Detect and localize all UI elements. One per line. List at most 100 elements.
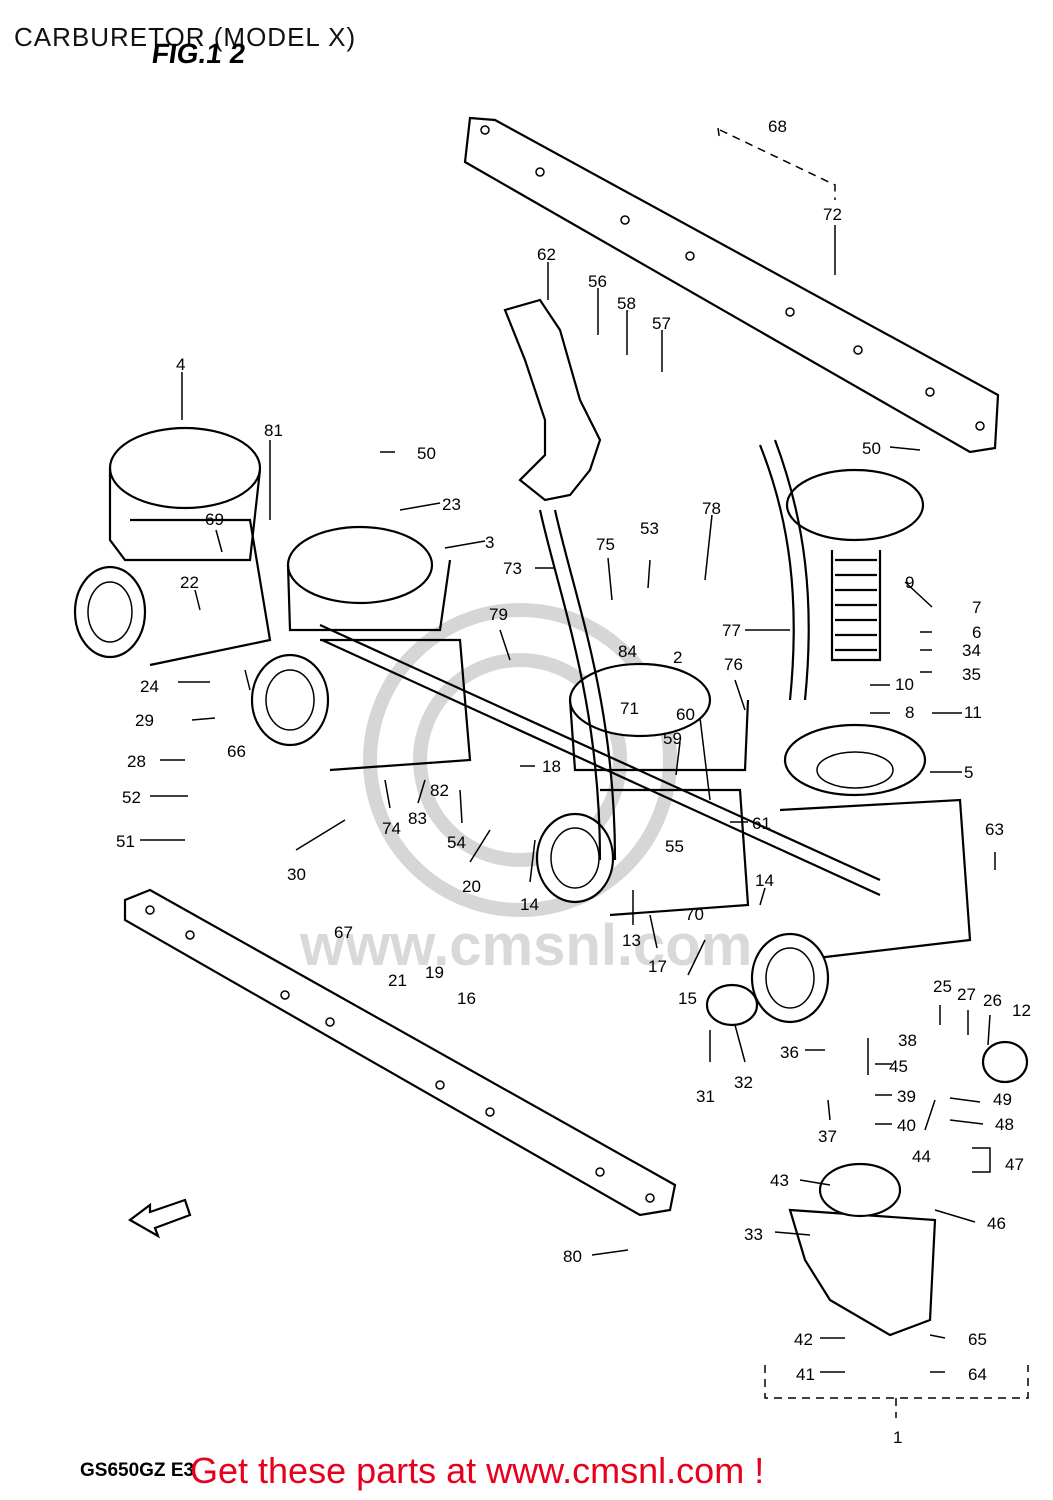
part-label-52: 52	[122, 788, 141, 807]
part-label-48: 48	[995, 1115, 1014, 1134]
part-label-68: 68	[768, 117, 787, 136]
part-label-20: 20	[462, 877, 481, 896]
carburetor-2	[250, 525, 472, 772]
part-label-30: 30	[287, 865, 306, 884]
part-label-8: 8	[905, 703, 914, 722]
part-label-51: 51	[116, 832, 135, 851]
model-code: GS650GZ E3	[80, 1460, 195, 1481]
callout-bracket-47	[972, 1147, 991, 1173]
bracket-62	[503, 298, 602, 502]
part-label-18: 18	[542, 757, 561, 776]
part-label-9: 9	[905, 573, 914, 592]
float-bowl	[788, 1208, 937, 1337]
part-label-1: 1	[893, 1428, 902, 1447]
carburetor-3	[535, 662, 750, 917]
part-label-81: 81	[264, 421, 283, 440]
part-label-71: 71	[620, 699, 639, 718]
part-label-5: 5	[964, 763, 973, 782]
part-label-13: 13	[622, 931, 641, 950]
part-labels: 1 2 3 4 5 6 7 8 9 10 11 12 13 14 14 15 1…	[116, 117, 1031, 1447]
part-label-43: 43	[770, 1171, 789, 1190]
part-label-39: 39	[897, 1087, 916, 1106]
part-label-50a: 50	[417, 444, 436, 463]
part-label-25: 25	[933, 977, 952, 996]
part-label-66: 66	[227, 742, 246, 761]
part-label-58: 58	[617, 294, 636, 313]
part-label-77: 77	[722, 621, 741, 640]
part-label-41: 41	[796, 1365, 815, 1384]
plate-32	[705, 983, 759, 1027]
part-label-72: 72	[823, 205, 842, 224]
part-label-15: 15	[678, 989, 697, 1008]
watermark: www.cmsnl.com	[299, 603, 752, 978]
part-label-21: 21	[388, 971, 407, 990]
part-label-16: 16	[457, 989, 476, 1008]
part-label-49: 49	[993, 1090, 1012, 1109]
part-label-12: 12	[1012, 1001, 1031, 1020]
part-label-79: 79	[489, 605, 508, 624]
part-label-67: 67	[334, 923, 353, 942]
part-label-32: 32	[734, 1073, 753, 1092]
part-label-3: 3	[485, 533, 494, 552]
page-title: CARBURETOR (MODEL X)	[14, 22, 357, 52]
part-label-40: 40	[897, 1116, 916, 1135]
part-label-24: 24	[140, 677, 159, 696]
part-label-62: 62	[537, 245, 556, 264]
part-label-80: 80	[563, 1247, 582, 1266]
part-label-17: 17	[648, 957, 667, 976]
part-label-45: 45	[889, 1057, 908, 1076]
part-label-27: 27	[957, 985, 976, 1004]
part-label-64: 64	[968, 1365, 987, 1384]
part-label-44: 44	[912, 1147, 931, 1166]
part-label-70: 70	[685, 905, 704, 924]
part-label-35: 35	[962, 665, 981, 684]
leader-lines	[140, 225, 996, 1373]
part-label-47: 47	[1005, 1155, 1024, 1174]
part-label-31: 31	[696, 1087, 715, 1106]
part-label-54: 54	[447, 833, 466, 852]
part-label-23: 23	[442, 495, 461, 514]
part-label-4: 4	[176, 355, 185, 374]
part-label-78: 78	[702, 499, 721, 518]
part-label-29: 29	[135, 711, 154, 730]
part-label-33: 33	[744, 1225, 763, 1244]
vent-hose-73	[538, 509, 617, 861]
part-label-14a: 14	[520, 895, 539, 914]
carburetor-4	[750, 468, 972, 1024]
part-label-19: 19	[425, 963, 444, 982]
fwd-arrow	[128, 1198, 192, 1239]
part-label-34: 34	[962, 641, 981, 660]
part-label-7: 7	[972, 598, 981, 617]
part-label-10: 10	[895, 675, 914, 694]
part-label-73: 73	[503, 559, 522, 578]
part-label-53: 53	[640, 519, 659, 538]
float	[818, 1162, 902, 1218]
callout-bracket-1	[764, 1365, 1029, 1418]
bottom-bracket	[123, 888, 677, 1217]
part-label-75: 75	[596, 535, 615, 554]
vent-hose-77	[758, 439, 810, 701]
watermark-text: www.cmsnl.com	[299, 913, 752, 978]
part-label-42: 42	[794, 1330, 813, 1349]
cap-12	[981, 1040, 1029, 1084]
part-label-76: 76	[724, 655, 743, 674]
part-label-74: 74	[382, 819, 401, 838]
part-label-59: 59	[663, 729, 682, 748]
promo-link[interactable]: Get these parts at www.cmsnl.com !	[190, 1450, 765, 1491]
part-label-55: 55	[665, 837, 684, 856]
part-label-65: 65	[968, 1330, 987, 1349]
part-label-84: 84	[618, 642, 637, 661]
part-label-14b: 14	[755, 871, 774, 890]
part-label-60: 60	[676, 705, 695, 724]
part-label-63: 63	[985, 820, 1004, 839]
part-label-82: 82	[430, 781, 449, 800]
part-label-56: 56	[588, 272, 607, 291]
part-label-11: 11	[964, 703, 982, 722]
part-label-2: 2	[673, 648, 682, 667]
throttle-shaft	[319, 623, 881, 897]
callout-bracket-68	[717, 127, 836, 200]
part-label-6: 6	[972, 623, 981, 642]
part-label-57: 57	[652, 314, 671, 333]
top-bracket	[463, 116, 1000, 454]
